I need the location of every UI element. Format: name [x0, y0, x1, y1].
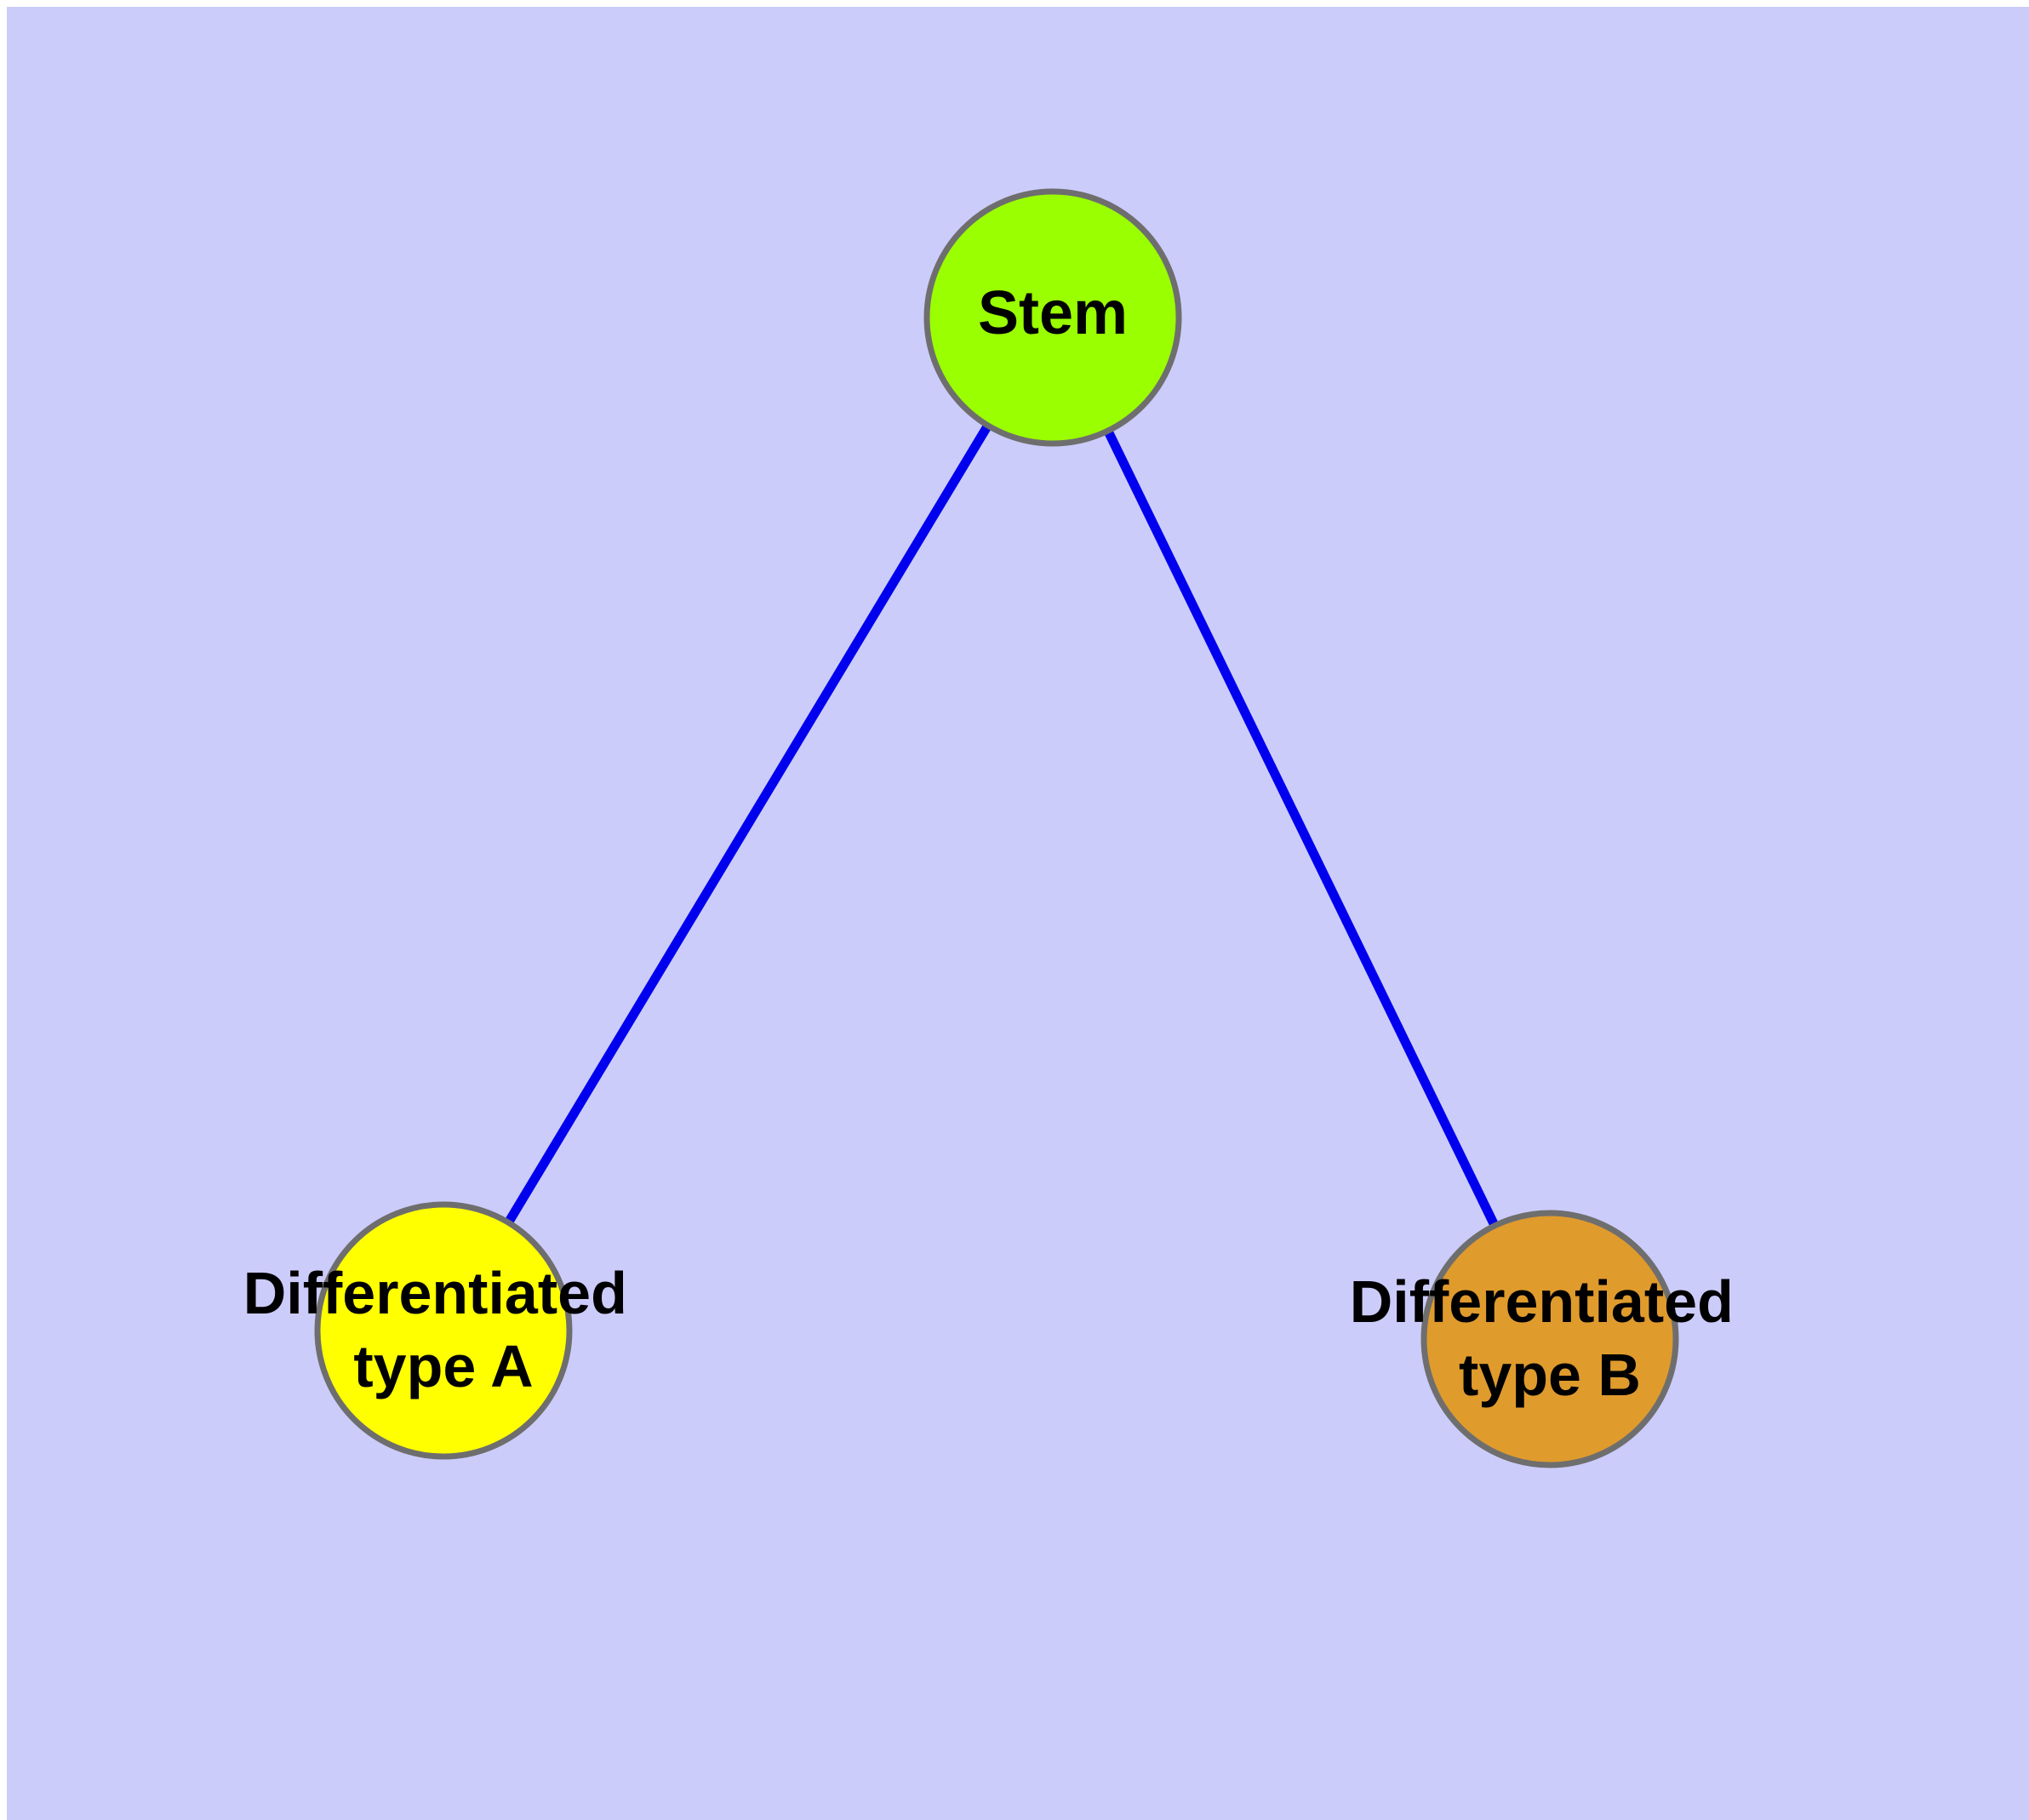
node-stem-circle[interactable] — [923, 188, 1182, 447]
node-differentiated-type-b-label-line-2: type B — [1459, 1342, 1641, 1408]
node-differentiated-type-b[interactable]: Differentiated type B — [1350, 1210, 1751, 1468]
node-layer: Stem Differentiated type A Differentiate… — [243, 188, 1751, 1468]
node-stem-label: Stem — [978, 279, 1128, 347]
diagram-plot-area: Stem Differentiated type A Differentiate… — [7, 7, 2029, 1820]
node-differentiated-type-b-circle[interactable] — [1420, 1210, 1679, 1468]
edge-stem-to-differentiated-type-b[interactable] — [1049, 315, 1554, 1342]
node-differentiated-type-a-label-line-1: Differentiated — [243, 1260, 627, 1326]
node-link-graph: Stem Differentiated type A Differentiate… — [243, 188, 1751, 1468]
node-differentiated-type-b-label: Differentiated type B — [1350, 1268, 1751, 1408]
node-stem-label-line-1: Stem — [978, 279, 1128, 347]
node-stem[interactable]: Stem — [923, 188, 1182, 447]
node-differentiated-type-a-label-line-2: type A — [353, 1333, 533, 1399]
edge-stem-to-differentiated-type-a[interactable] — [439, 315, 1057, 1333]
edge-layer — [439, 315, 1554, 1342]
node-differentiated-type-a-circle[interactable] — [314, 1201, 573, 1460]
node-differentiated-type-b-label-line-1: Differentiated — [1350, 1268, 1734, 1335]
node-differentiated-type-a-label: Differentiated type A — [243, 1260, 644, 1399]
node-differentiated-type-a[interactable]: Differentiated type A — [243, 1201, 644, 1460]
